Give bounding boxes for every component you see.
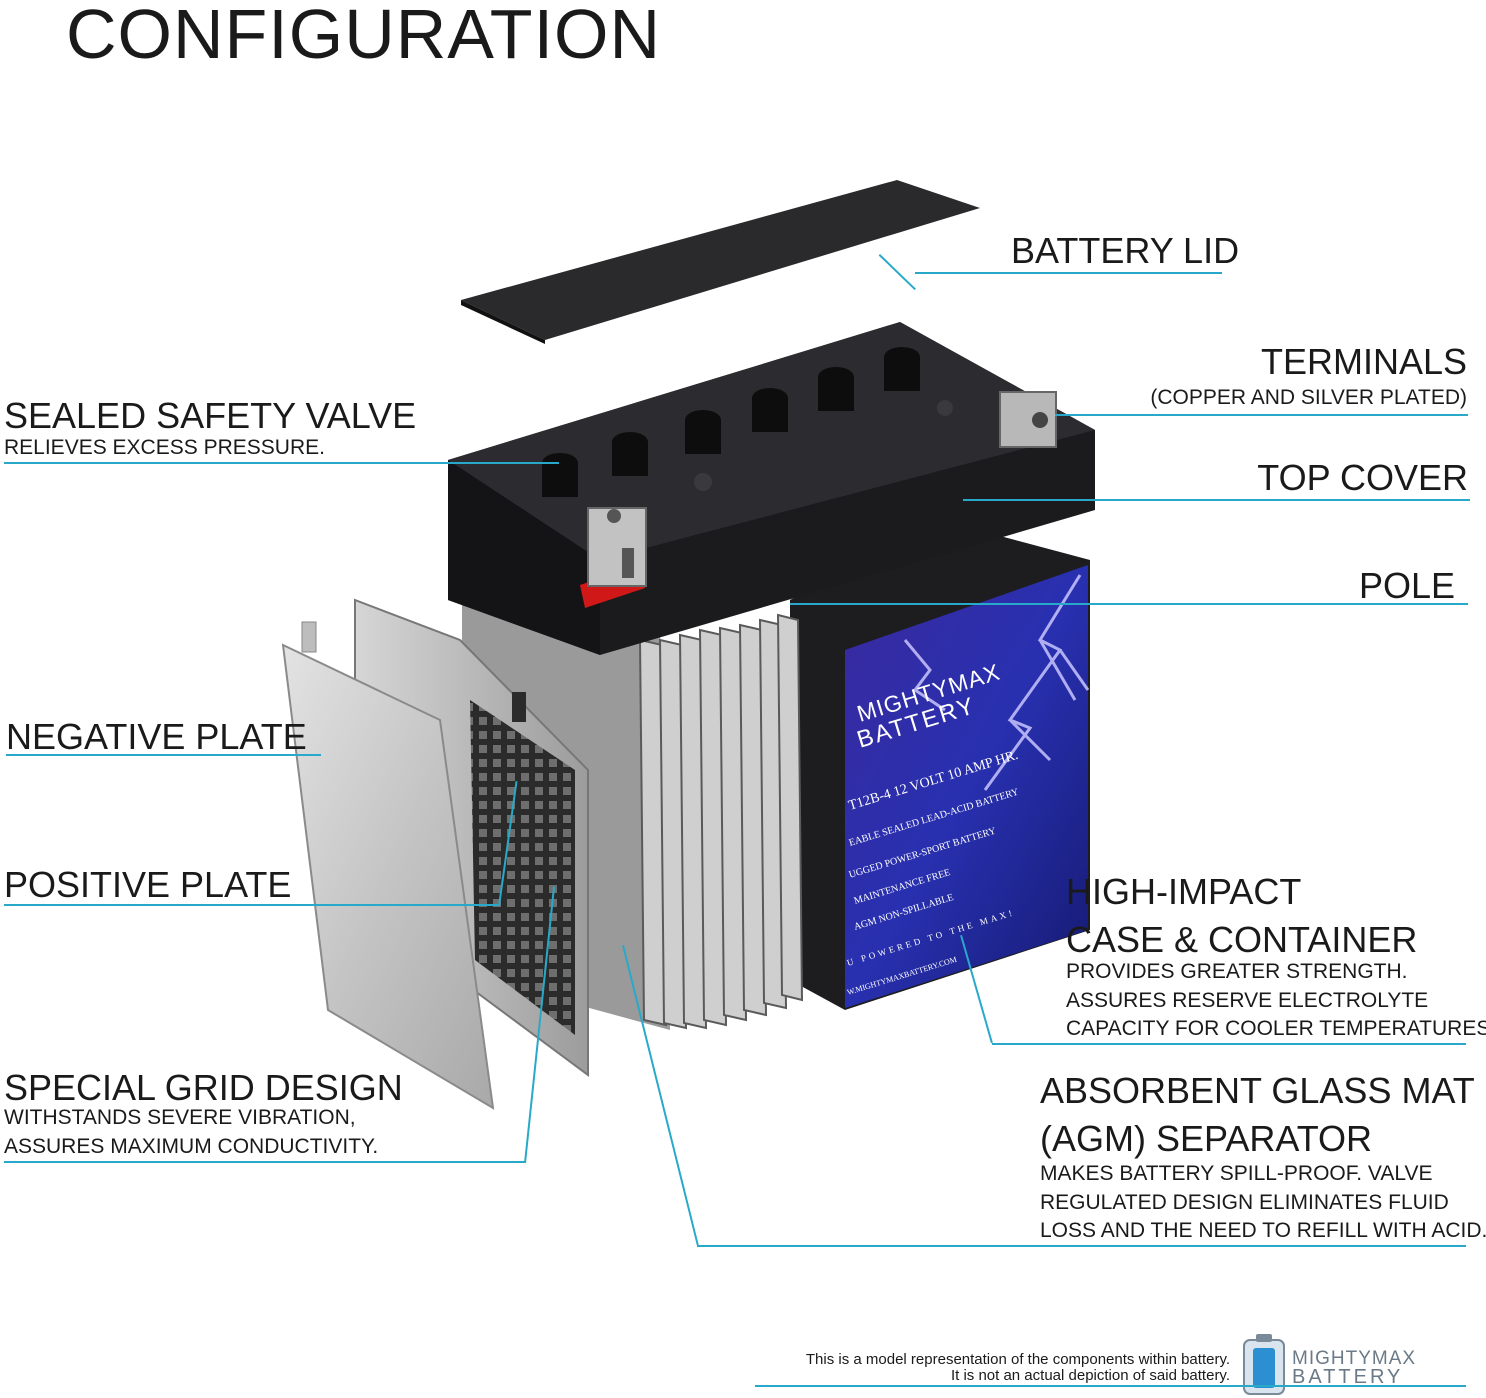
label-case-sub-2: ASSURES RESERVE ELECTROLYTE	[1066, 989, 1429, 1012]
footer-logo-icon	[1243, 1334, 1285, 1395]
label-case-sub-3: CAPACITY FOR COOLER TEMPERATURES.	[1066, 1017, 1486, 1040]
plate-stack	[462, 575, 804, 1030]
label-agm-sub-2: REGULATED DESIGN ELIMINATES FLUID	[1040, 1191, 1449, 1214]
label-case-line-2: CASE & CONTAINER	[1066, 919, 1418, 960]
leader-agm	[697, 1245, 1466, 1247]
label-positive-plate: POSITIVE PLATE	[4, 864, 292, 905]
label-agm-line-1: ABSORBENT GLASS MAT	[1040, 1070, 1475, 1111]
label-agm-line-2: (AGM) SEPARATOR	[1040, 1118, 1373, 1159]
leader-sealed-safety-valve	[4, 462, 559, 464]
label-pole: POLE	[1358, 565, 1455, 606]
positive-terminal	[580, 507, 647, 608]
label-sealed-safety-valve-sub: RELIEVES EXCESS PRESSURE.	[4, 436, 325, 459]
leader-negative-plate	[6, 754, 321, 756]
label-case-sub-1: PROVIDES GREATER STRENGTH.	[1066, 960, 1408, 983]
label-negative-plate: NEGATIVE PLATE	[6, 716, 307, 757]
label-case-line-1: HIGH-IMPACT	[1066, 871, 1302, 912]
negative-terminal	[999, 391, 1057, 448]
label-agm-sub-1: MAKES BATTERY SPILL-PROOF. VALVE	[1040, 1162, 1433, 1185]
footer-logo-text-1: MIGHTYMAX	[1292, 1348, 1417, 1369]
label-terminals: TERMINALS	[1260, 341, 1467, 382]
footer-disclaimer-2: It is not an actual depiction of said ba…	[950, 1367, 1230, 1384]
leader-battery-lid	[915, 272, 1222, 274]
label-battery-lid: BATTERY LID	[1011, 230, 1240, 271]
label-terminals-sub: (COPPER AND SILVER PLATED)	[1150, 386, 1467, 409]
leader-special-grid	[4, 1161, 526, 1163]
leader-pole	[790, 603, 1468, 605]
label-agm-sub-3: LOSS AND THE NEED TO REFILL WITH ACID.	[1040, 1219, 1486, 1242]
label-special-grid-design: SPECIAL GRID DESIGN	[4, 1067, 403, 1108]
footer-disclaimer-1: This is a model representation of the co…	[805, 1351, 1230, 1368]
leader-positive-plate	[4, 904, 500, 906]
top-cover	[448, 322, 1095, 655]
leader-terminals	[1055, 414, 1468, 416]
footer-logo-text-2: BATTERY	[1292, 1366, 1404, 1388]
label-top-cover: TOP COVER	[1257, 457, 1468, 498]
leader-top-cover	[963, 499, 1470, 501]
negative-plate	[281, 621, 495, 1110]
battery-lid	[461, 180, 980, 340]
label-sealed-safety-valve: SEALED SAFETY VALVE	[4, 395, 417, 436]
leader-case	[992, 1043, 1466, 1045]
footer-line	[755, 1385, 1466, 1387]
page-title: CONFIGURATION	[66, 0, 662, 73]
label-special-grid-sub-2: ASSURES MAXIMUM CONDUCTIVITY.	[4, 1135, 379, 1158]
label-special-grid-sub-1: WITHSTANDS SEVERE VIBRATION,	[4, 1106, 356, 1129]
